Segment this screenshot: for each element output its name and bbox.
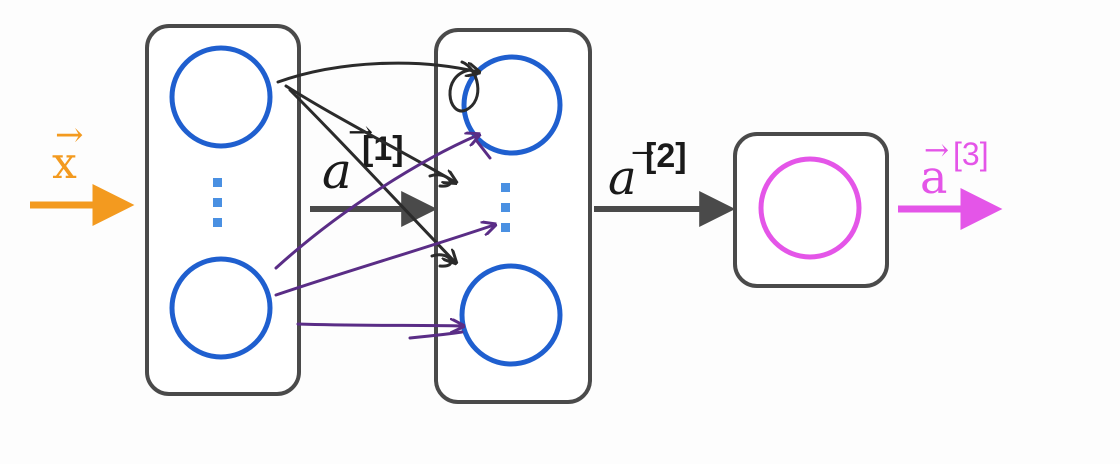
input-label-x: x (52, 138, 77, 189)
layer1-neuron-top (169, 45, 273, 149)
layer3-box (733, 132, 889, 288)
ink-black-strokes (276, 60, 478, 268)
a3-vec-mark: → (924, 133, 949, 168)
a2-label: a (608, 150, 637, 206)
a3-label: a (920, 150, 947, 204)
a2-superscript: [2] (645, 137, 687, 175)
a3-superscript: [3] (953, 136, 989, 172)
layer1-box (145, 24, 301, 396)
layer2-neuron-top (461, 54, 563, 156)
a1-label: a (322, 142, 352, 200)
layer1-ellipsis (213, 178, 222, 227)
layer2-ellipsis (501, 183, 510, 232)
layer2-box (434, 28, 592, 404)
layer3-neuron (758, 156, 862, 260)
layer2-neuron-bottom (459, 263, 563, 367)
layer1-neuron-bottom (169, 256, 273, 360)
ink-purple-strokes (274, 135, 494, 340)
a2-vec-mark: → (631, 136, 654, 169)
input-vec-mark: → (55, 115, 84, 155)
